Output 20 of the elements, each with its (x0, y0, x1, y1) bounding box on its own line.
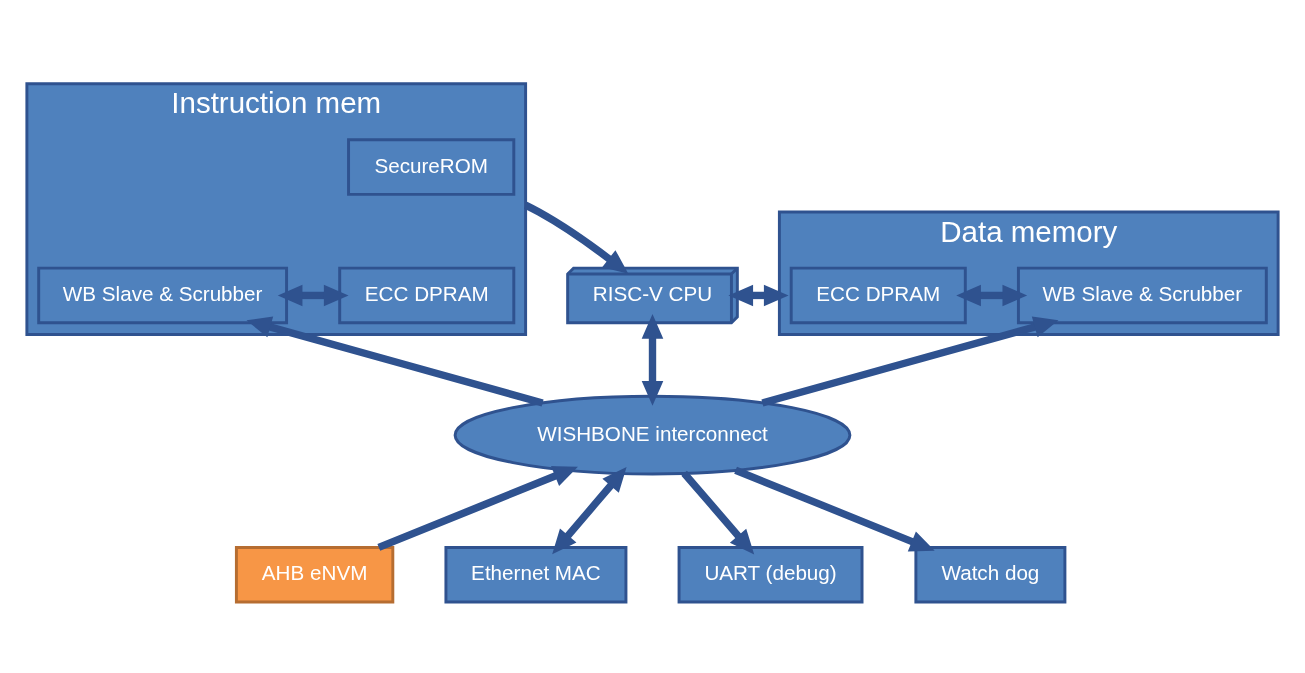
arrow (377, 465, 578, 551)
arrow (681, 470, 755, 554)
node-box: AHB eNVM (234, 545, 395, 604)
node-box: Watch dog (914, 545, 1067, 604)
node-box: WB Slave & Scrubber (37, 266, 289, 324)
node-box: SecureROM (347, 137, 516, 196)
node-box: UART (debug) (677, 545, 864, 604)
node-box: ECC DPRAM (789, 266, 967, 324)
node-ellipse: WISHBONE interconnect (453, 394, 852, 475)
arrow (956, 284, 1028, 306)
arrow (552, 466, 627, 554)
arrow (641, 313, 664, 406)
arrow (761, 316, 1059, 407)
node-box: ECC DPRAM (338, 266, 516, 324)
arrow (728, 284, 789, 306)
arrow (734, 466, 935, 552)
node-box: Ethernet MAC (444, 545, 628, 604)
arrow (277, 284, 349, 306)
arrow (246, 316, 544, 407)
node-box: WB Slave & Scrubber (1016, 266, 1268, 324)
